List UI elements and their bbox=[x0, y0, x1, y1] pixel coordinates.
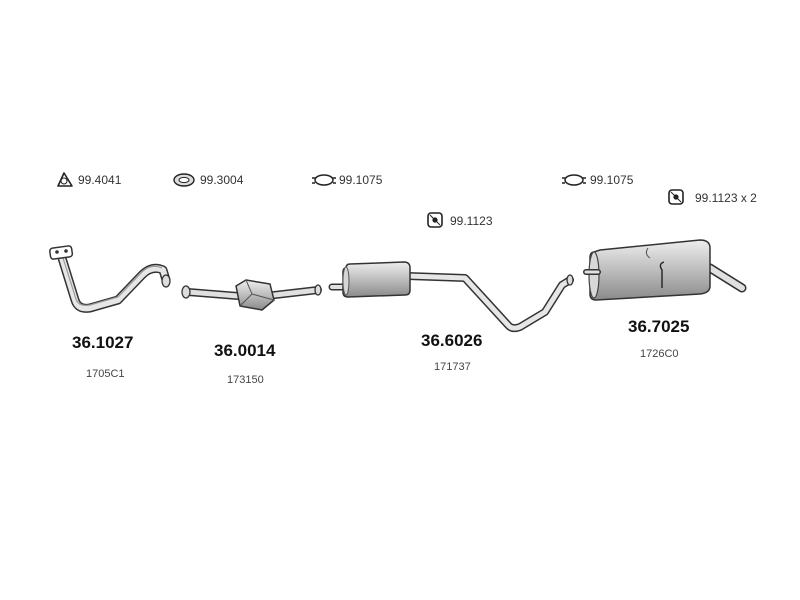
catalytic-converter-drawing bbox=[181, 279, 322, 311]
part-number-front-pipe: 36.1027 bbox=[72, 333, 134, 352]
part-number-catalytic-converter: 36.0014 bbox=[214, 341, 276, 360]
accessory-label-99-3004: 99.3004 bbox=[200, 173, 244, 187]
accessory-label-99-1123: 99.1123 bbox=[450, 214, 493, 228]
part-number-rear-silencer: 36.7025 bbox=[628, 317, 690, 336]
rubber-hanger-icon bbox=[427, 212, 443, 228]
rear-silencer-drawing bbox=[583, 239, 747, 301]
accessory-label-99-4041: 99.4041 bbox=[78, 173, 122, 187]
ref-number-centre-silencer: 171737 bbox=[434, 361, 471, 373]
ref-number-rear-silencer: 1726C0 bbox=[640, 348, 679, 360]
ring-gasket-icon bbox=[57, 172, 73, 187]
ref-number-catalytic-converter: 173150 bbox=[227, 374, 264, 386]
rubber-hanger-icon bbox=[668, 189, 684, 205]
clamp-icon bbox=[562, 174, 586, 186]
accessory-label-99-1075: 99.1075 bbox=[590, 173, 634, 187]
centre-silencer-drawing bbox=[328, 261, 574, 333]
flange-gasket-icon bbox=[173, 173, 195, 187]
ref-number-front-pipe: 1705C1 bbox=[86, 368, 125, 380]
part-number-centre-silencer: 36.6026 bbox=[421, 331, 483, 350]
clamp-icon bbox=[312, 174, 336, 186]
accessory-label-99-1075: 99.1075 bbox=[339, 173, 383, 187]
front-pipe-drawing bbox=[49, 245, 171, 313]
accessory-label-99-1123-x2: 99.1123 x 2 bbox=[695, 191, 757, 205]
